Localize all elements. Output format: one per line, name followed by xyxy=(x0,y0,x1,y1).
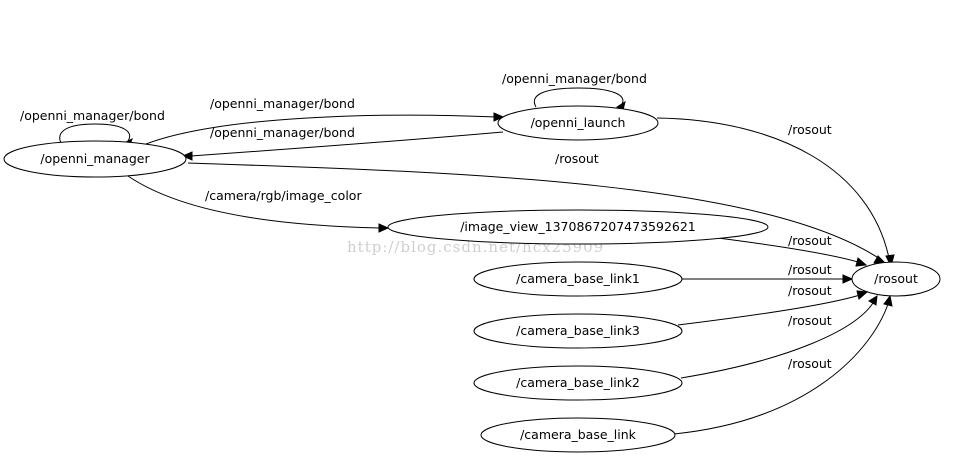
edge-openni-manager-to-openni-launch-bond: /openni_manager/bond xyxy=(145,96,505,145)
edge-label: /camera/rgb/image_color xyxy=(205,188,362,203)
edge-openni-manager-to-image-view: /camera/rgb/image_color xyxy=(127,175,390,233)
node-label: /camera_base_link2 xyxy=(516,375,640,390)
edge-openni-launch-to-rosout: /rosout xyxy=(656,117,895,268)
edge-image-view-to-rosout: /rosout xyxy=(717,233,868,267)
node-label: /camera_base_link1 xyxy=(516,271,640,286)
node-label: /openni_launch xyxy=(531,115,626,130)
edge-openni-launch-to-openni-manager-bond: /openni_manager/bond xyxy=(181,125,504,161)
node-label: /image_view_1370867207473592621 xyxy=(460,219,696,234)
edge-camera-base-link2-to-rosout: /rosout xyxy=(680,295,878,379)
node-openni-manager[interactable]: /openni_manager xyxy=(3,140,187,178)
node-image-view[interactable]: /image_view_1370867207473592621 xyxy=(387,209,769,245)
node-camera-base-link3[interactable]: /camera_base_link3 xyxy=(473,313,683,349)
node-label: /camera_base_link xyxy=(520,427,637,442)
node-openni-launch[interactable]: /openni_launch xyxy=(497,105,659,141)
node-camera-base-link1[interactable]: /camera_base_link1 xyxy=(473,261,683,297)
edge-label: /openni_manager/bond xyxy=(502,71,647,86)
node-label: /openni_manager xyxy=(40,151,150,166)
node-camera-base-link[interactable]: /camera_base_link xyxy=(480,417,676,453)
edge-label: /rosout xyxy=(555,151,599,166)
edge-camera-base-link3-to-rosout: /rosout xyxy=(677,283,869,326)
node-rosout[interactable]: /rosout xyxy=(851,261,941,297)
edge-label: /rosout xyxy=(788,122,832,137)
edge-label: /rosout xyxy=(788,262,832,277)
edge-label: /rosout xyxy=(788,233,832,248)
edge-label: /rosout xyxy=(788,283,832,298)
edge-openni-launch-self-bond: /openni_manager/bond xyxy=(502,71,647,111)
edge-label: /rosout xyxy=(788,313,832,328)
edge-camera-base-link-to-rosout: /rosout xyxy=(673,294,893,435)
edge-label: /openni_manager/bond xyxy=(210,96,355,111)
edge-label: /openni_manager/bond xyxy=(20,108,165,123)
edge-camera-base-link1-to-rosout: /rosout xyxy=(682,262,854,284)
node-label: /rosout xyxy=(874,271,918,286)
node-label: /camera_base_link3 xyxy=(516,323,640,338)
edge-label: /rosout xyxy=(788,356,832,371)
edge-label: /openni_manager/bond xyxy=(210,125,355,140)
node-camera-base-link2[interactable]: /camera_base_link2 xyxy=(473,365,683,401)
edge-openni-manager-self-bond: /openni_manager/bond xyxy=(20,108,165,148)
edge-openni-manager-to-rosout: /rosout xyxy=(187,151,888,265)
